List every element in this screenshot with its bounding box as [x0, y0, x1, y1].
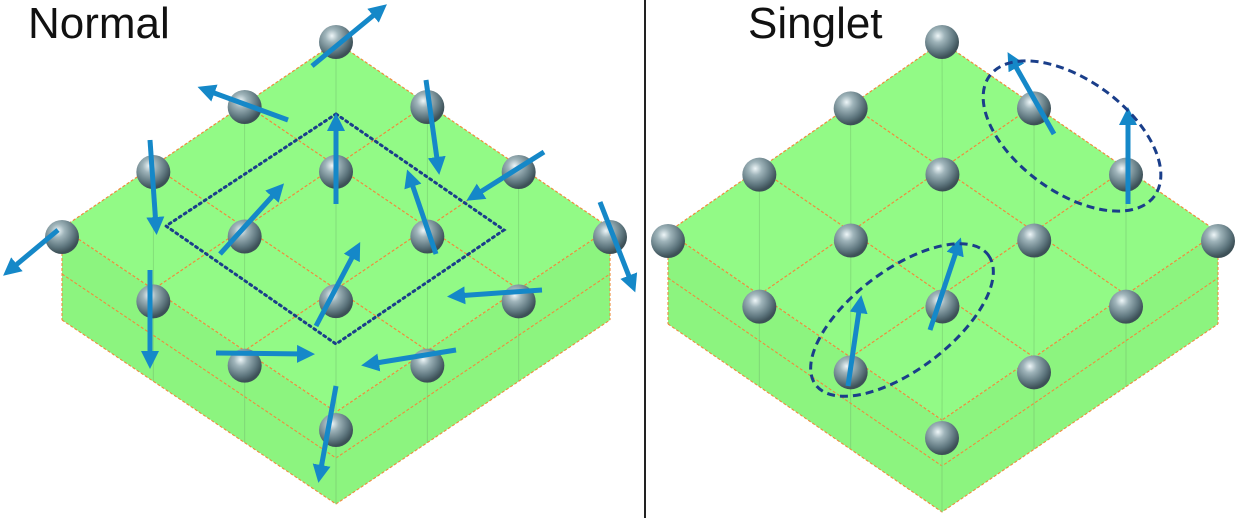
atom [651, 224, 685, 258]
grid-line [152, 165, 428, 352]
atom [833, 91, 868, 126]
grid-line [850, 168, 1127, 358]
grid-line [335, 227, 611, 413]
atom [1201, 224, 1235, 258]
panel-title-normal: Normal [28, 0, 170, 48]
spin-arrow [447, 286, 543, 305]
spin-arrows [3, 4, 638, 483]
atom [742, 157, 777, 192]
lattice-grid-lines [61, 41, 611, 505]
panel-title-singlet: Singlet [748, 0, 883, 48]
spin-arrow [1007, 52, 1057, 136]
atoms [651, 25, 1235, 455]
grid-line [335, 41, 611, 229]
atom [45, 220, 79, 254]
spin-arrow [215, 344, 315, 363]
atom [1017, 355, 1051, 390]
grid-line [758, 104, 1035, 296]
grid-line [667, 41, 943, 233]
spin-arrow [146, 139, 165, 235]
grid-line [758, 168, 1035, 358]
pair-ellipse [809, 242, 995, 398]
spin-arrow [927, 237, 964, 331]
dotted-diamond-outline [163, 112, 507, 346]
spin-arrow [423, 79, 446, 175]
spin-arrow [3, 228, 60, 276]
atom [227, 219, 262, 254]
atom [925, 157, 960, 192]
atom [833, 223, 868, 258]
spin-arrow [312, 385, 339, 483]
grid-line [152, 103, 428, 290]
atom [227, 348, 262, 383]
panel-normal: Normal [3, 0, 638, 505]
atom [925, 25, 959, 59]
atom [319, 284, 353, 319]
spin-arrow [361, 347, 457, 372]
spin-arrows [845, 52, 1137, 387]
grid-line [244, 103, 520, 290]
grid-line [941, 41, 1219, 233]
atom [925, 421, 959, 455]
spin-arrow [313, 242, 361, 328]
grid-line [850, 104, 1127, 296]
spin-arrow [466, 149, 546, 201]
spin-arrow [218, 183, 285, 256]
atom [410, 219, 445, 254]
spin-arrow [597, 201, 638, 293]
spin-arrow [404, 169, 439, 255]
grid-line [61, 41, 337, 229]
spin-arrow [197, 84, 289, 123]
spin-arrow [845, 295, 868, 387]
atom [742, 289, 777, 324]
atom [136, 284, 171, 319]
dotted-diamond [163, 112, 507, 346]
atom [1017, 223, 1052, 258]
grid-line [667, 231, 943, 421]
grid-line [941, 231, 1219, 421]
spin-arrow [310, 4, 387, 68]
panel-singlet: Singlet [651, 0, 1235, 513]
grid-line [61, 227, 337, 413]
atom [1109, 289, 1143, 324]
right-face [942, 232, 1218, 512]
